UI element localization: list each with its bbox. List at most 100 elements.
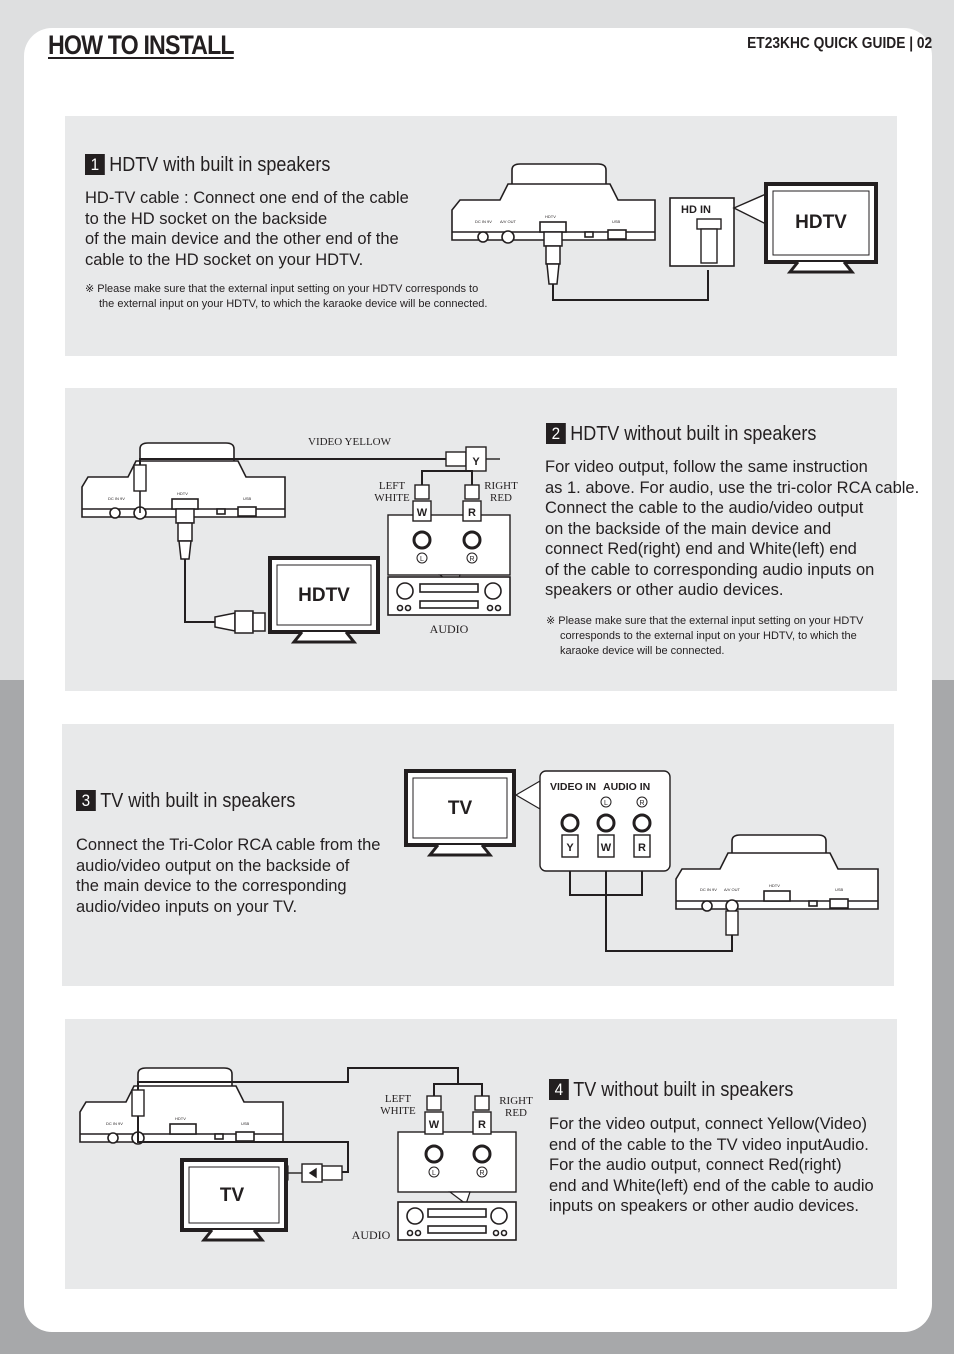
hdtv-port-label: HDTV xyxy=(769,883,780,888)
dc-in-label: DC IN 9V xyxy=(108,496,125,501)
tv-icon: TV xyxy=(404,769,516,857)
dc-in-label: DC IN 9V xyxy=(700,887,717,892)
rca-plug-icon xyxy=(131,1089,145,1117)
audio-receiver-icon xyxy=(397,1201,517,1241)
jack-l-label: L xyxy=(604,800,608,807)
note-line: ※ Please make sure that the external inp… xyxy=(546,615,864,627)
section-title-text: TV without built in speakers xyxy=(573,1079,794,1101)
karaoke-device-icon: DC IN 9V A/V OUT HDTV USB xyxy=(451,163,656,244)
av-input-panel: VIDEO IN AUDIO IN L R Y W R xyxy=(539,770,671,872)
body-line: Connect the cable to the audio/video out… xyxy=(545,499,864,517)
jack-r-label: R xyxy=(479,1170,484,1177)
section-2-note: ※ Please make sure that the external inp… xyxy=(546,614,863,659)
section-1-diagram: DC IN 9V A/V OUT HDTV USB HD IN HDTV xyxy=(451,163,878,301)
yellow-plug-icon: Y xyxy=(445,446,500,472)
body-line: on the backside of the main device and xyxy=(545,519,832,538)
usb-label: USB xyxy=(612,219,621,224)
section-2-body: For video output, follow the same instru… xyxy=(545,457,919,601)
body-line: For video output, follow the same instru… xyxy=(545,458,868,476)
tv-screen-label: TV xyxy=(220,1185,245,1206)
section-1-note: ※ Please make sure that the external inp… xyxy=(85,282,487,312)
section-3-diagram: TV VIDEO IN AUDIO IN L R Y W R DC IN 9V … xyxy=(404,769,879,952)
body-line: end and White(left) end of the cable to … xyxy=(549,1176,874,1195)
plug-w-label: W xyxy=(429,1119,440,1131)
rca-plug-icon xyxy=(725,910,739,936)
body-line: For the audio output, connect Red(right) xyxy=(549,1156,842,1174)
audio-label: AUDIO xyxy=(430,622,469,636)
hdtv-port-label: HDTV xyxy=(545,214,556,219)
jack-r-label: R xyxy=(639,800,644,807)
video-in-label: VIDEO IN xyxy=(550,781,596,793)
karaoke-device-icon: DC IN 9V A/V OUT HDTV USB xyxy=(675,834,879,913)
left-label: LEFT xyxy=(385,1093,412,1105)
jack-r-label: R xyxy=(469,556,474,563)
right-label: RIGHT xyxy=(499,1095,533,1107)
body-line: of the cable to corresponding audio inpu… xyxy=(545,560,875,579)
tv-screen-label: TV xyxy=(448,798,473,819)
hdtv-screen-label: HDTV xyxy=(298,585,350,606)
section-number-badge: 1 xyxy=(85,154,105,175)
section-number-badge: 2 xyxy=(546,423,566,444)
usb-label: USB xyxy=(835,887,844,892)
right-label: RIGHT xyxy=(484,480,518,492)
body-line: as 1. above. For audio, use the tri-colo… xyxy=(545,478,920,497)
plug-w-label: W xyxy=(417,507,428,519)
red-label: RED xyxy=(490,492,512,504)
section-2-diagram: DC IN 9V HDTV USB VIDEO YELLOW Y HDTV LE… xyxy=(81,436,518,644)
section-4-diagram: DC IN 9V HDTV USB TV LEFT WHITE RIGHT RE… xyxy=(79,1067,533,1242)
body-line: speakers or other audio devices. xyxy=(545,581,784,599)
body-line: inputs on speakers or other audio device… xyxy=(549,1197,860,1215)
plug-w-label: W xyxy=(601,842,612,854)
usb-label: USB xyxy=(241,1121,250,1126)
rca-plug-icon xyxy=(133,464,147,492)
dc-in-label: DC IN 9V xyxy=(106,1121,123,1126)
tv-icon: TV xyxy=(180,1158,288,1242)
note-line: corresponds to the external input on you… xyxy=(560,630,857,642)
guide-reference: ET23KHC QUICK GUIDE | 02 xyxy=(746,35,932,52)
hdtv-icon: HDTV xyxy=(268,556,380,644)
hdmi-plug-icon xyxy=(175,508,195,560)
video-yellow-label: VIDEO YELLOW xyxy=(308,436,392,448)
jack-l-label: L xyxy=(432,1170,436,1177)
body-line: connect Red(right) end and White(left) e… xyxy=(545,540,857,558)
audio-label: AUDIO xyxy=(352,1228,391,1242)
hdtv-icon: HDTV xyxy=(764,182,878,274)
plug-r-label: R xyxy=(478,1119,486,1131)
hdmi-plug-horizontal-icon xyxy=(214,610,266,634)
karaoke-device-icon: DC IN 9V HDTV USB xyxy=(79,1067,284,1145)
audio-in-label: AUDIO IN xyxy=(603,781,650,793)
body-line: cable to the HD socket on your HDTV. xyxy=(85,250,364,269)
audio-jack-panel: W R L R xyxy=(397,1095,517,1205)
page-title: HOW TO INSTALL xyxy=(48,30,235,60)
av-out-label: A/V OUT xyxy=(724,887,741,892)
section-title-text: TV with built in speakers xyxy=(100,790,296,812)
usb-label: USB xyxy=(243,496,252,501)
hdtv-port-label: HDTV xyxy=(177,491,188,496)
section-title-text: HDTV without built in speakers xyxy=(570,423,817,445)
dc-in-label: DC IN 9V xyxy=(475,219,492,224)
body-line: HD-TV cable : Connect one end of the cab… xyxy=(85,189,409,207)
left-label: LEFT xyxy=(379,480,406,492)
hd-in-label: HD IN xyxy=(681,204,711,216)
plug-r-label: R xyxy=(468,507,476,519)
av-out-label: A/V OUT xyxy=(500,219,517,224)
body-line: the main device to the corresponding xyxy=(76,877,347,895)
section-title-text: HDTV with built in speakers xyxy=(109,154,331,176)
section-4-body: For the video output, connect Yellow(Vid… xyxy=(549,1114,874,1217)
note-line: the external input on your HDTV, to whic… xyxy=(99,298,488,310)
red-label: RED xyxy=(505,1107,527,1119)
body-line: end of the cable to the TV video inputAu… xyxy=(549,1135,869,1154)
white-label: WHITE xyxy=(374,492,410,504)
section-1-body: HD-TV cable : Connect one end of the cab… xyxy=(85,188,409,270)
yellow-plug-icon xyxy=(288,1163,343,1183)
body-line: audio/video inputs on your TV. xyxy=(76,897,298,916)
note-line: ※ Please make sure that the external inp… xyxy=(85,283,479,295)
hd-in-jack-panel: HD IN xyxy=(669,197,735,267)
body-line: to the HD socket on the backside xyxy=(85,209,328,228)
hdmi-plug-icon xyxy=(543,231,563,285)
body-line: Connect the Tri-Color RCA cable from the xyxy=(76,836,381,854)
